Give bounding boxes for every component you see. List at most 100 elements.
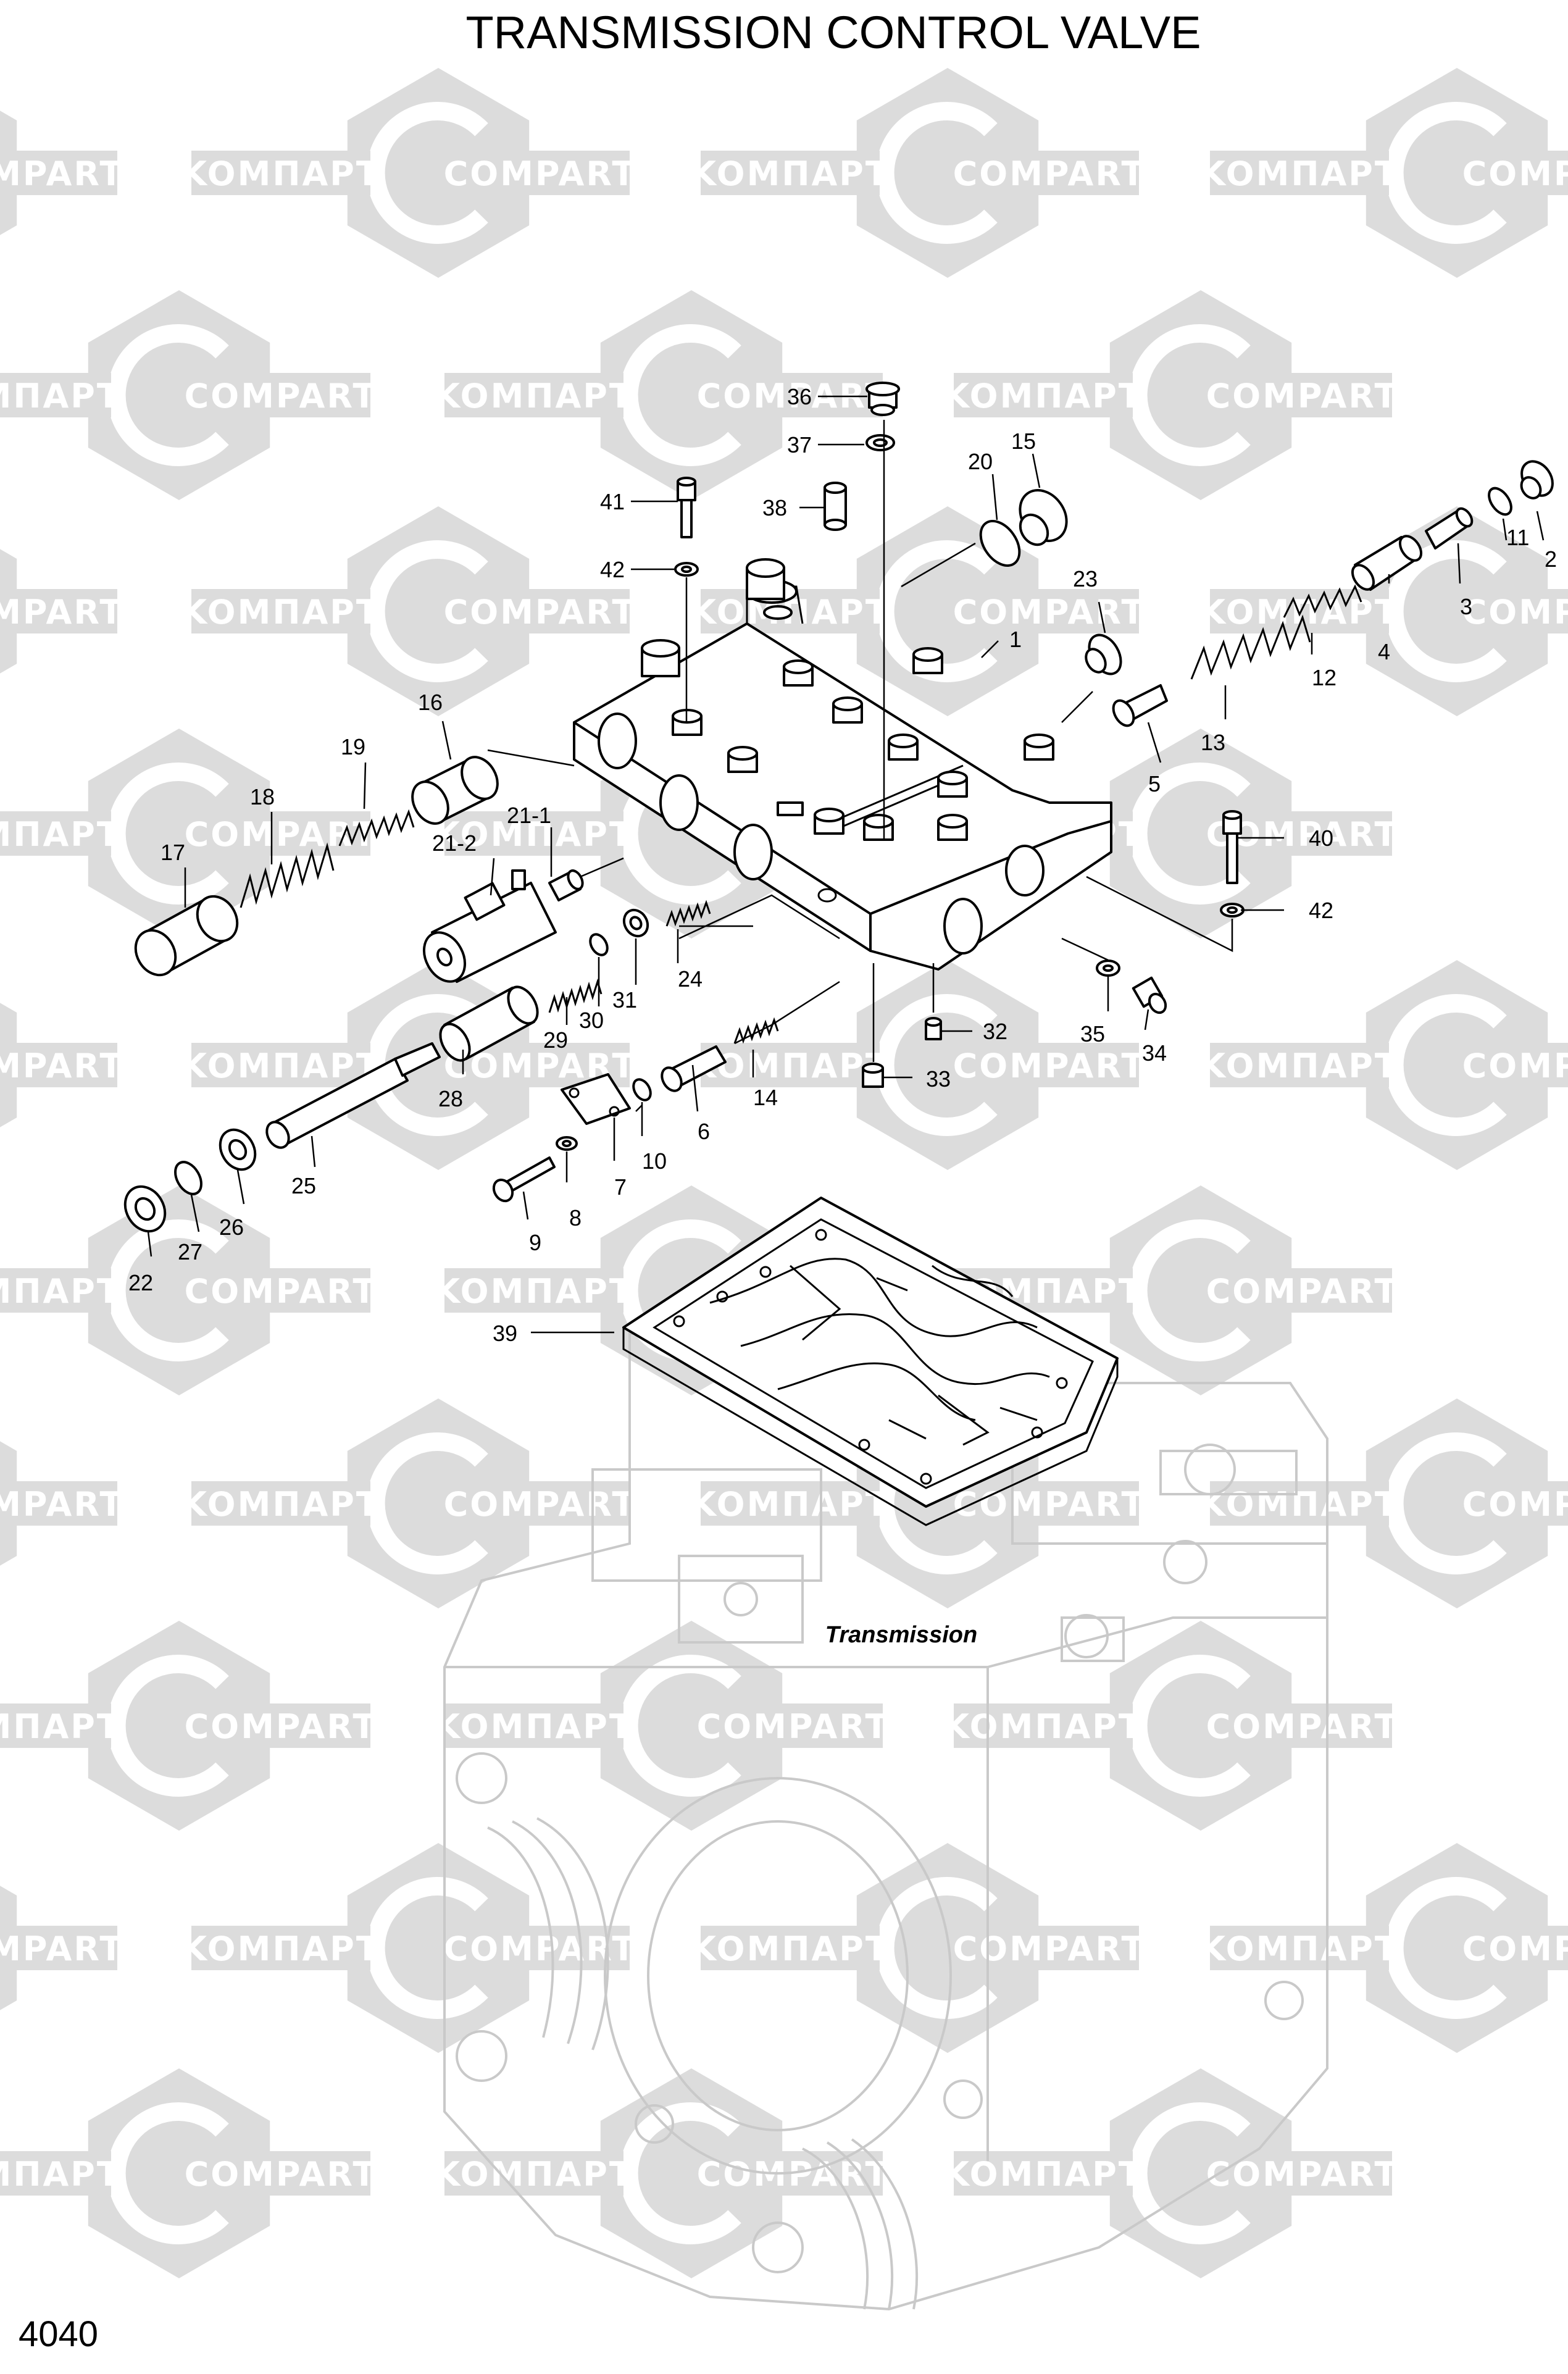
watermark-word: COMPART: [0, 593, 124, 632]
watermark-c-mark: [1128, 324, 1251, 466]
watermark-c-mark: [1128, 763, 1251, 905]
callout-31: 31: [612, 987, 637, 1013]
watermark-word: KOMПАРТ: [0, 377, 122, 416]
part-2-plug: [1520, 460, 1554, 499]
watermark-c-mark: [366, 102, 488, 244]
watermark-word: KOMПАРТ: [434, 377, 633, 416]
part-42-washer-top: [674, 562, 699, 577]
watermark-word: KOMПАРТ: [1199, 1047, 1399, 1085]
callout-19: 19: [341, 734, 365, 759]
watermark-c-mark: [875, 994, 998, 1136]
callout-10: 10: [642, 1148, 667, 1174]
watermark-word: COMPART: [1462, 593, 1568, 632]
watermark-word: KOMПАРТ: [434, 1272, 633, 1311]
watermark-word: COMPART: [1206, 377, 1399, 416]
watermark-word: COMPART: [185, 2155, 378, 2194]
callout-1: 1: [1009, 627, 1022, 652]
watermark-word: COMPART: [185, 1272, 378, 1311]
watermark-band: [1469, 589, 1568, 633]
callout-27: 27: [178, 1239, 202, 1264]
callout-7: 7: [614, 1174, 627, 1200]
watermark-word: KOMПАРТ: [690, 1929, 890, 1968]
watermark-band: [960, 589, 1139, 633]
watermark-band: [191, 1481, 370, 1526]
part-38-plug: [824, 482, 847, 531]
watermark-word: KOMПАРТ: [0, 2155, 122, 2194]
callout-42a: 42: [600, 557, 625, 582]
callout-8: 8: [569, 1205, 582, 1231]
watermark-word: COMPART: [697, 1707, 890, 1746]
watermark-band: [0, 1268, 111, 1313]
watermark-band: [451, 1481, 630, 1526]
watermark-word: COMPART: [444, 593, 637, 632]
callout-30: 30: [579, 1008, 604, 1033]
watermark-word: KOMПАРТ: [0, 815, 122, 854]
watermark-word: KOMПАРТ: [943, 2155, 1143, 2194]
callout-12: 12: [1312, 665, 1337, 690]
watermark-word: KOMПАРТ: [1199, 154, 1399, 193]
watermark-c-mark: [107, 1219, 229, 1361]
watermark-word: KOMПАРТ: [1199, 1485, 1399, 1524]
watermark-word: COMPART: [1462, 1047, 1568, 1085]
callout-23: 23: [1073, 566, 1098, 591]
part-31-nut: [622, 908, 649, 938]
watermark-band: [1469, 1043, 1568, 1087]
callout-36: 36: [787, 384, 812, 409]
watermark-band: [0, 1926, 117, 1970]
watermark-band: [0, 1481, 117, 1526]
watermark-band: [444, 373, 623, 417]
watermark-c-mark: [619, 324, 741, 466]
part-26-ring: [219, 1128, 257, 1171]
watermark-word: KOMПАРТ: [943, 1707, 1143, 1746]
watermark-c-mark: [366, 540, 488, 682]
part-36-plug: [865, 382, 900, 416]
callout-25: 25: [291, 1173, 316, 1198]
watermark-word: COMPART: [953, 593, 1146, 632]
part-4-valve-sleeve: [1351, 535, 1423, 591]
watermark-c-mark: [1385, 102, 1507, 244]
callout-41: 41: [600, 489, 625, 514]
watermark-c-mark: [107, 2102, 229, 2244]
watermark-word: KOMПАРТ: [690, 1485, 890, 1524]
watermark-word: COMPART: [1206, 2155, 1399, 2194]
part-12-spring: [1283, 584, 1362, 618]
watermark-band: [191, 1926, 370, 1970]
watermark-word: COMPART: [1206, 1272, 1399, 1311]
watermark-word: COMPART: [953, 1047, 1146, 1085]
watermark-word: COMPART: [1462, 1485, 1568, 1524]
callout-14: 14: [753, 1085, 778, 1110]
page-number: 4040: [19, 2314, 98, 2354]
callout-42b: 42: [1309, 898, 1333, 923]
watermark-word: KOMПАРТ: [434, 815, 633, 854]
callout-17: 17: [161, 840, 185, 865]
watermark-c-mark: [1385, 994, 1507, 1136]
part-32-plug: [925, 1017, 942, 1040]
callout-38: 38: [762, 495, 787, 520]
watermark-band: [191, 1268, 370, 1313]
watermark-c-mark: [1385, 1877, 1507, 2019]
part-5-valve-piston: [1112, 684, 1168, 727]
callout-21-1: 21-1: [507, 803, 551, 828]
diagram-title: TRANSMISSION CONTROL VALVE: [465, 7, 1201, 58]
watermark-word: KOMПАРТ: [434, 1707, 633, 1746]
watermark-word: KOMПАРТ: [181, 1047, 380, 1085]
watermark-band: [0, 1703, 111, 1748]
part-9-bolt: [492, 1156, 556, 1203]
part-35-washer: [1096, 959, 1120, 977]
part-7-cover: [561, 1073, 631, 1125]
watermark-band: [0, 2151, 111, 2196]
part-21-1-solenoid-tip: [548, 869, 584, 901]
transmission-housing: [443, 1332, 1328, 2311]
watermark-band: [0, 811, 111, 856]
callout-22: 22: [128, 1270, 153, 1295]
part-20-o-ring: [979, 519, 1021, 567]
watermark-band: [191, 2151, 370, 2196]
watermark-word: KOMПАРТ: [434, 2155, 633, 2194]
callout-39: 39: [493, 1321, 517, 1346]
watermark-word: COMPART: [444, 154, 637, 193]
watermark-band: [1213, 1268, 1392, 1313]
watermark-band: [960, 1481, 1139, 1526]
watermark-band: [1210, 1926, 1389, 1970]
